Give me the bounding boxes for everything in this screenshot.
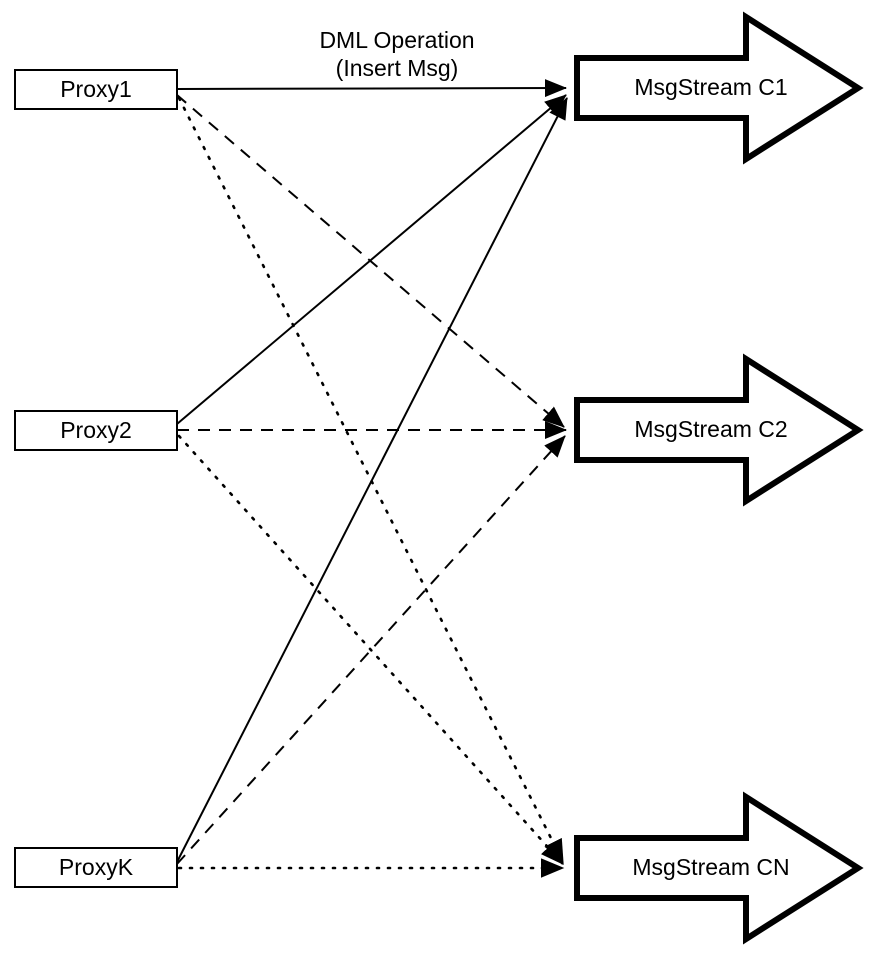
- edge-proxy2-to-cn: [177, 434, 565, 866]
- node-msgstream-c1[interactable]: MsgStream C1: [574, 11, 864, 165]
- node-msgstream-c2-label: MsgStream C2: [634, 416, 787, 442]
- node-proxyk-label: ProxyK: [59, 854, 134, 880]
- node-msgstream-c1-label: MsgStream C1: [634, 74, 787, 100]
- edge-proxyk-to-c1: [176, 97, 568, 863]
- node-msgstream-cn-label: MsgStream CN: [632, 854, 789, 880]
- node-proxy2-rect[interactable]: [14, 410, 178, 451]
- node-msgstream-cn[interactable]: MsgStream CN: [574, 791, 864, 945]
- node-proxy2-label: Proxy2: [60, 417, 132, 443]
- node-msgstream-c2[interactable]: MsgStream C2: [574, 353, 864, 507]
- node-msgstream-cn-arrow-shape[interactable]: [574, 791, 864, 945]
- node-proxyk-rect[interactable]: [14, 847, 178, 888]
- edge-proxy1-to-c1: [176, 79, 567, 98]
- edge-proxy2-to-c1: [176, 94, 567, 425]
- annotation-dml-operation: DML Operation (Insert Msg): [319, 27, 474, 81]
- node-proxy2[interactable]: Proxy2: [14, 410, 178, 451]
- node-proxy1-rect[interactable]: [14, 69, 178, 110]
- node-msgstream-c1-arrow-shape[interactable]: [574, 11, 864, 165]
- node-msgstream-c2-arrow-shape[interactable]: [574, 353, 864, 507]
- node-proxy1[interactable]: Proxy1: [14, 69, 178, 110]
- node-proxyk[interactable]: ProxyK: [14, 847, 178, 888]
- node-proxy1-label: Proxy1: [60, 76, 132, 102]
- dml-caption-line-1: DML Operation: [319, 27, 474, 53]
- edge-group-proxyk: [176, 97, 568, 878]
- edge-group-proxy2: [176, 94, 567, 866]
- dml-caption-line-2: (Insert Msg): [336, 55, 459, 81]
- edge-proxy1-to-cn: [177, 96, 565, 864]
